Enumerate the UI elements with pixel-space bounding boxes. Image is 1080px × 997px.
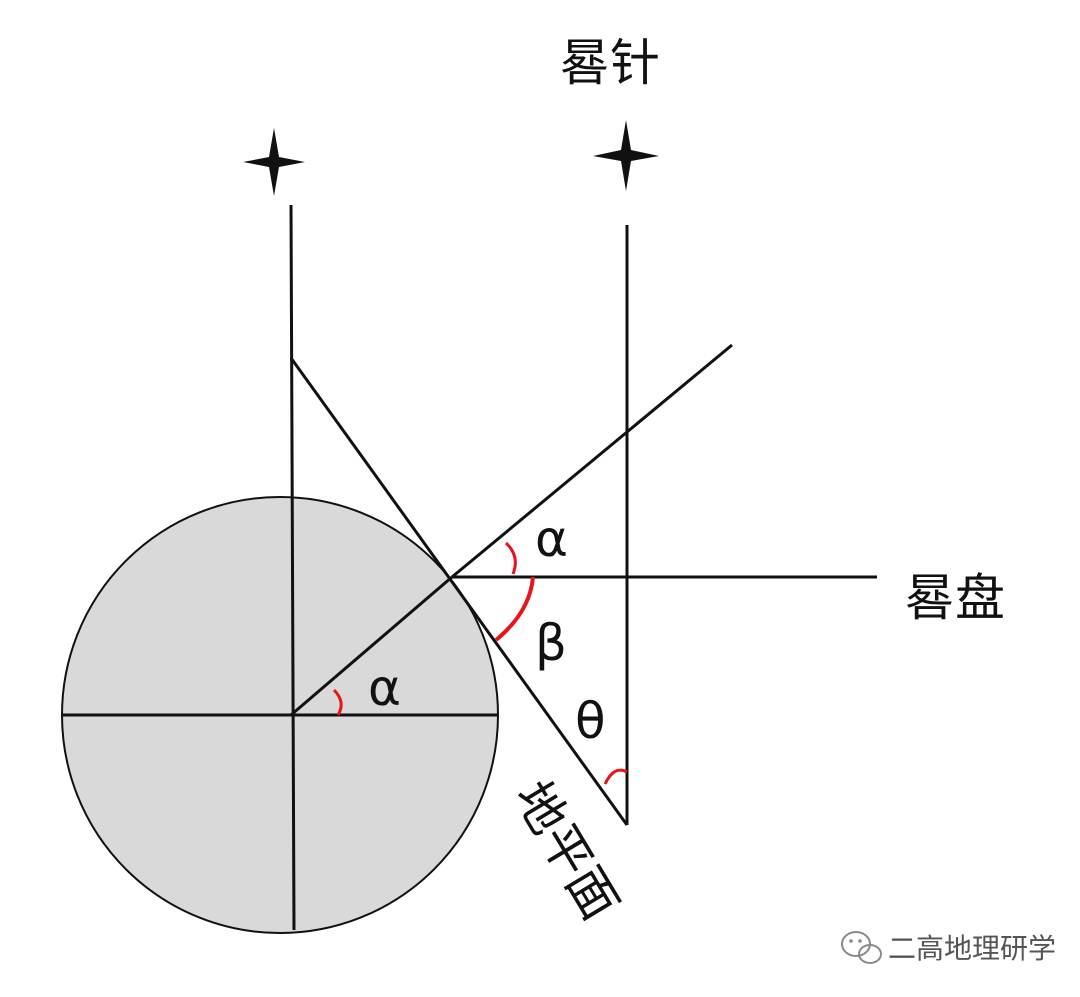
gnomon-line bbox=[451, 343, 733, 579]
alpha-lower-label: α bbox=[368, 659, 401, 717]
radius-line bbox=[290, 575, 453, 717]
watermark-text: 二高地理研学 bbox=[888, 932, 1056, 965]
horizon-line bbox=[289, 357, 629, 826]
beta-label: β bbox=[535, 614, 567, 672]
watermark: 二高地理研学 bbox=[841, 931, 1056, 965]
alpha-lower-arc bbox=[332, 688, 343, 716]
theta-arc bbox=[603, 768, 628, 785]
theta-label: θ bbox=[575, 692, 606, 750]
wechat-icon bbox=[841, 931, 882, 964]
right-star-icon bbox=[593, 120, 659, 191]
dial-label: 晷盘 bbox=[905, 569, 1005, 627]
earth-axis-line bbox=[289, 204, 296, 931]
left-star-icon bbox=[243, 128, 305, 196]
horizon-label: 地平面 bbox=[503, 771, 630, 929]
beta-arc bbox=[494, 576, 535, 642]
gnomon-label: 晷针 bbox=[560, 34, 660, 92]
alpha-upper-label: α bbox=[535, 510, 568, 568]
alpha-upper-arc bbox=[504, 541, 517, 575]
